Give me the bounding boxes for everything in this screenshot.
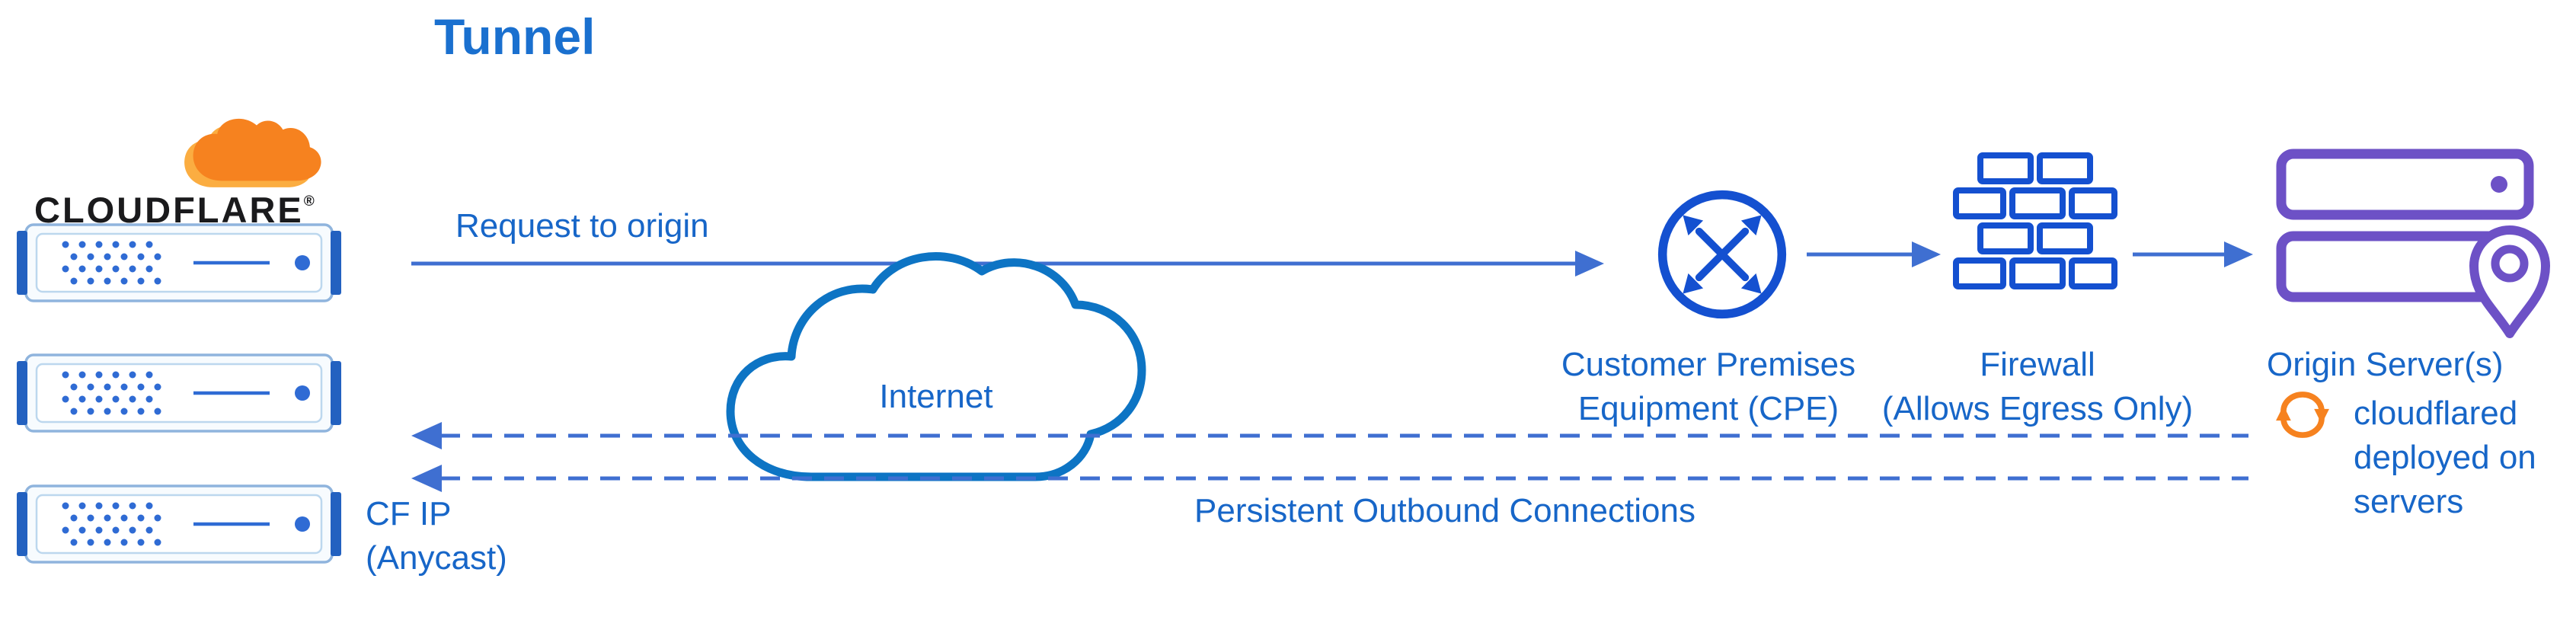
firewall-label: Firewall (Allows Egress Only) bbox=[1881, 346, 2194, 428]
cloudflare-wordmark: CLOUDFLARE® bbox=[34, 189, 315, 231]
cpe-label: Customer Premises Equipment (CPE) bbox=[1561, 346, 1856, 428]
cloudflare-wordmark-text: CLOUDFLARE bbox=[34, 190, 304, 230]
location-pin-icon bbox=[2469, 225, 2550, 338]
cloudflare-server-icon bbox=[12, 352, 346, 436]
registered-mark: ® bbox=[303, 193, 315, 209]
cf-ip-anycast-label: CF IP (Anycast) bbox=[366, 495, 507, 577]
sync-icon bbox=[2276, 392, 2329, 438]
origin-servers-icon bbox=[2276, 149, 2550, 338]
request-to-origin-label: Request to origin bbox=[455, 207, 709, 245]
origin-servers-label: Origin Server(s) bbox=[2267, 346, 2504, 383]
cloudflare-logo: CLOUDFLARE® bbox=[0, 0, 358, 244]
internet-label: Internet bbox=[879, 378, 993, 415]
internet-cloud-icon bbox=[726, 252, 1146, 481]
cloudflare-server-icon bbox=[12, 483, 346, 567]
persistent-outbound-label: Persistent Outbound Connections bbox=[1194, 492, 1695, 529]
cloudflare-server-icon bbox=[12, 222, 346, 305]
cloudflared-label: cloudflared deployed on servers bbox=[2354, 395, 2536, 521]
cpe-router-icon bbox=[1657, 190, 1787, 319]
cloudflare-cloud-icon bbox=[184, 118, 321, 187]
page-title: Tunnel bbox=[434, 8, 596, 65]
firewall-icon bbox=[1953, 152, 2117, 289]
